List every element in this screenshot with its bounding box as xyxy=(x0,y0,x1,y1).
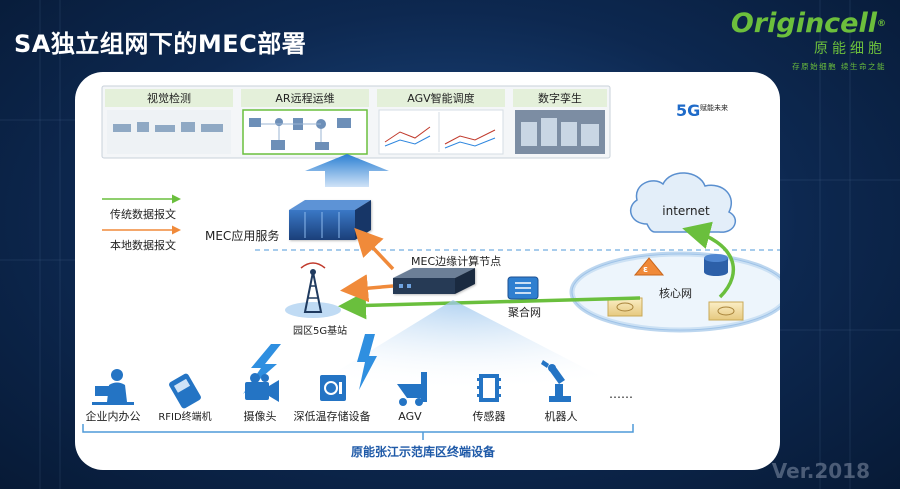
app-label: 视觉检测 xyxy=(147,91,191,105)
bottom-devices-label: 原能张江示范库区终端设备 xyxy=(351,444,496,459)
device-label: 机器人 xyxy=(545,409,578,423)
application-panel: 视觉检测 AR远程运维 AGV智能调度 数字孪生 xyxy=(101,85,611,159)
app-label: AGV智能调度 xyxy=(407,91,474,105)
device-robot: 机器人 xyxy=(541,360,578,423)
legend-label-traditional: 传统数据报文 xyxy=(110,207,176,221)
diagram-card: 视觉检测 AR远程运维 AGV智能调度 数字孪生 5G xyxy=(75,72,780,470)
app-label: AR远程运维 xyxy=(275,92,334,105)
coverage-area xyxy=(300,300,635,402)
sensor-icon xyxy=(477,374,501,402)
mec-service-label: MEC应用服务 xyxy=(205,228,279,243)
slide-title: SA独立组网下的MEC部署 xyxy=(14,30,307,58)
version-watermark: Ver.2018 xyxy=(771,459,870,483)
rfid-terminal-icon xyxy=(169,373,201,409)
more-devices-ellipsis: …… xyxy=(609,387,633,401)
core-box-right-icon xyxy=(708,301,744,321)
upload-arrow xyxy=(305,154,389,187)
devices-bracket xyxy=(82,424,634,440)
mec-edge-server-icon xyxy=(393,268,475,294)
logo-word: Origincell xyxy=(730,8,877,39)
logo-chinese-name: 原能细胞 xyxy=(814,41,886,57)
brand-5g-text: 5G xyxy=(676,101,700,120)
base-station-label: 园区5G基站 xyxy=(293,324,347,337)
svg-text:ε: ε xyxy=(643,265,648,275)
core-router-icon: ε xyxy=(633,257,665,276)
aggregation-label: 聚合网 xyxy=(508,305,541,319)
storage-safe-icon xyxy=(320,375,346,401)
brand-5g-tagline: 赋能未来 xyxy=(700,103,728,112)
robot-arm-icon xyxy=(541,360,571,402)
camera-icon xyxy=(245,373,279,402)
device-camera: 摄像头 xyxy=(244,373,279,423)
internet-cloud-icon xyxy=(629,172,737,233)
brand-5g-logo: 5G 赋能未来 xyxy=(676,101,728,120)
app-agv-scheduling: AGV智能调度 xyxy=(377,89,505,155)
aggregation-switch-icon xyxy=(507,276,539,300)
device-storage: 深低温存储设备 xyxy=(294,375,371,423)
database-icon xyxy=(704,254,728,276)
device-agv: AGV xyxy=(397,372,427,423)
legend-label-local: 本地数据报文 xyxy=(110,238,176,252)
logo-slogan: 存原始细胞 续生命之能 xyxy=(792,62,886,71)
wireless-signal-icon xyxy=(357,334,377,390)
device-label: 深低温存储设备 xyxy=(294,409,371,423)
base-station-icon xyxy=(285,262,341,318)
core-network-label: 核心网 xyxy=(659,286,692,300)
legend: 传统数据报文 本地数据报文 xyxy=(102,194,181,252)
device-office: 企业内办公 xyxy=(86,369,141,423)
local-data-flow xyxy=(340,227,395,303)
app-digital-twin: 数字孪生 xyxy=(513,89,607,154)
device-label: 企业内办公 xyxy=(86,409,141,423)
logo-registered-mark: ® xyxy=(877,19,886,29)
app-label: 数字孪生 xyxy=(538,91,582,105)
device-sensor: 传感器 xyxy=(473,374,506,423)
device-label: 传感器 xyxy=(473,410,506,423)
device-label: AGV xyxy=(398,410,422,423)
core-box-left-icon xyxy=(607,297,643,317)
internet-label: internet xyxy=(662,204,710,218)
device-label: 摄像头 xyxy=(244,409,277,423)
app-ar-remote-maintenance: AR远程运维 xyxy=(241,89,369,155)
mec-edge-label: MEC边缘计算节点 xyxy=(411,254,501,268)
mec-deployment-diagram: 视觉检测 AR远程运维 AGV智能调度 数字孪生 5G xyxy=(82,85,780,459)
agv-icon xyxy=(397,372,427,406)
origincell-logo: Origincell® 原能细胞 存原始细胞 续生命之能 xyxy=(716,10,886,72)
traditional-data-flow xyxy=(338,221,736,320)
device-rfid: RFID终端机 xyxy=(158,373,212,423)
device-label: RFID终端机 xyxy=(158,410,211,423)
office-worker-icon xyxy=(92,369,134,405)
app-visual-inspection: 视觉检测 xyxy=(105,89,233,154)
